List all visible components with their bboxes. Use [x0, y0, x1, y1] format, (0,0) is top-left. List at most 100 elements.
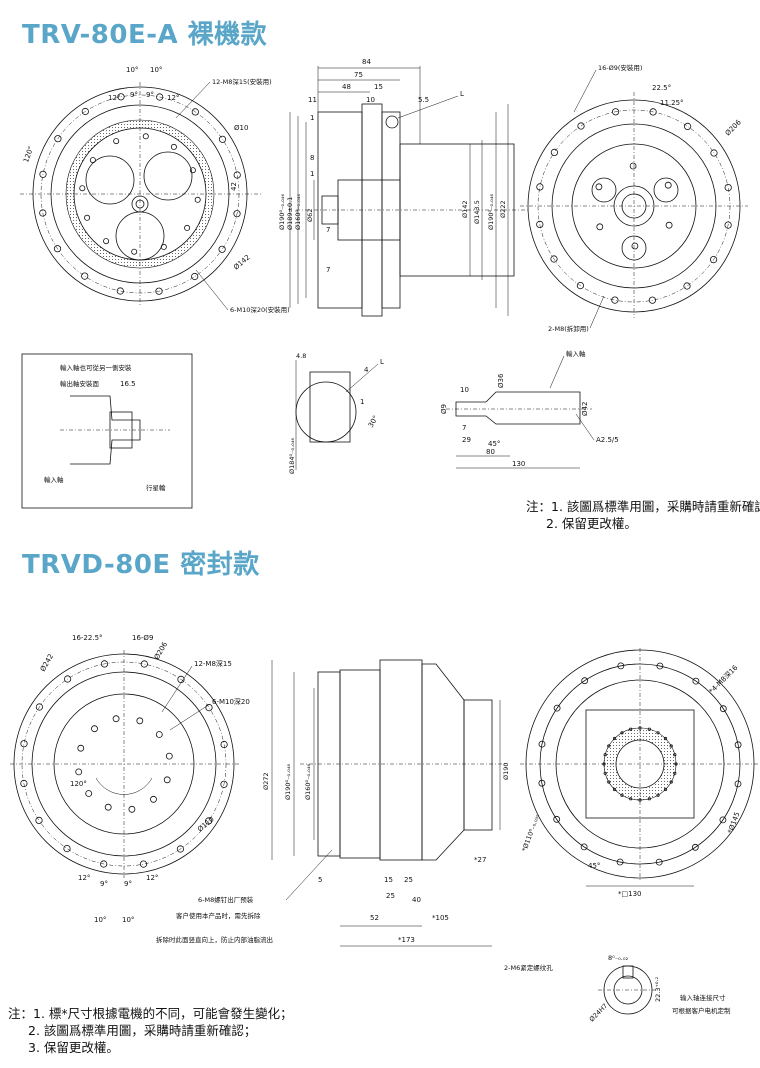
- s1-detail-install: 輸入軸也可從另一側安裝 輸出軸安裝面 16.5 輸入軸 行星輪: [21, 353, 193, 509]
- s1-rear-view: 16-Ø9(安裝用) 22.5° 11.25° Ø206 2-M8(拆卸用): [520, 63, 748, 333]
- bolt-hole: [113, 138, 120, 145]
- bolt-hole: [165, 752, 173, 760]
- s1-shaft-label: 7: [462, 424, 466, 432]
- s1-shaft-label: Ø9: [440, 404, 448, 414]
- s2-side-label: 40: [412, 896, 421, 904]
- s2-side-label: 15: [384, 876, 393, 884]
- s2-side-label: Ø272: [262, 772, 270, 790]
- bolt-hole: [233, 210, 241, 218]
- s2-front-label: 9°: [100, 880, 108, 888]
- bolt-hole: [611, 296, 619, 304]
- s2-side-label: 5: [318, 876, 322, 884]
- bolt-hole: [649, 108, 657, 116]
- bolt-hole: [112, 715, 120, 723]
- bolt-hole: [156, 93, 164, 101]
- bolt-hole: [631, 242, 639, 250]
- s2-side-annotation: 客户使用本产品时，需先拆除: [176, 911, 261, 920]
- bolt-hole: [233, 171, 241, 179]
- bolt-hole: [89, 157, 96, 164]
- bolt-hole: [612, 736, 617, 741]
- bolt-hole: [577, 122, 585, 130]
- bolt-hole: [160, 243, 167, 250]
- s1-shaft-label: 130: [512, 460, 525, 468]
- bolt-hole: [20, 740, 28, 748]
- s1-shaft-label: 80: [486, 448, 495, 456]
- s2-side-label: *173: [398, 936, 415, 944]
- bolt-hole: [104, 803, 112, 811]
- bolt-hole: [81, 272, 89, 280]
- bolt-hole: [611, 108, 620, 116]
- bolt-hole: [35, 703, 44, 711]
- s2-side-label: Ø160⁰₋₀.₀₄₆: [304, 764, 312, 800]
- bolt-hole: [595, 183, 603, 191]
- bolt-hole: [163, 776, 171, 784]
- bolt-hole: [607, 780, 611, 784]
- s2-rear-label: *4-M8深16: [707, 663, 740, 696]
- s1-side-label: 1: [310, 170, 314, 178]
- bolt-hole: [617, 662, 625, 670]
- bolt-hole: [100, 860, 108, 868]
- s2-notes: 注：1. 標*尺寸根據電機的不同，可能會發生變化； 2. 該圖爲標準用圖，采購時…: [8, 1005, 293, 1056]
- s2-rear-label: *□130: [618, 890, 641, 898]
- s2-side-label: Ø190⁰₋₀.₀₄₆: [284, 764, 292, 800]
- bolt-hole: [734, 780, 742, 788]
- s1-rear-label: 22.5°: [652, 84, 671, 92]
- bolt-hole: [629, 727, 633, 731]
- bolt-hole: [189, 167, 196, 174]
- bolt-hole: [629, 162, 637, 170]
- s1-front-label: 10°: [126, 66, 138, 74]
- s1-shaft-label: Ø36: [497, 373, 505, 388]
- bolt-hole: [620, 793, 624, 797]
- bolt-hole: [655, 858, 663, 866]
- bolt-hole: [220, 780, 228, 788]
- s2-front-label: 10°: [94, 916, 106, 924]
- s1-rear-label: 11.25°: [660, 99, 684, 107]
- bolt-hole: [85, 790, 93, 797]
- bolt-hole: [663, 736, 668, 741]
- s1-side-label: Ø142: [461, 200, 469, 218]
- bolt-hole: [580, 843, 588, 851]
- bolt-hole: [683, 122, 692, 131]
- bolt-hole: [603, 753, 607, 757]
- bolt-hole: [538, 740, 546, 748]
- bolt-hole: [81, 107, 89, 116]
- s1-side-label: 1: [310, 114, 314, 122]
- bolt-hole: [191, 272, 199, 281]
- bolt-hole: [100, 660, 109, 668]
- section2-title: TRVD-80E 密封款: [22, 550, 260, 580]
- s1-side-label: 7: [326, 266, 330, 274]
- bolt-hole: [674, 762, 678, 766]
- s1-install-label: 行星輪: [146, 483, 166, 492]
- s1-L-label: 1: [360, 398, 364, 406]
- bolt-hole: [54, 135, 62, 143]
- s1-install-label: 輸入軸: [44, 475, 64, 484]
- bolt-hole: [155, 287, 163, 295]
- bolt-hole: [184, 224, 191, 231]
- bolt-hole: [691, 843, 699, 851]
- bolt-hole: [603, 771, 607, 775]
- bolt-hole: [719, 816, 727, 824]
- s2-front-label: 6-M10深20: [212, 697, 250, 706]
- s2-front-view: 16-22.5° 16-Ø9 Ø242 Ø206 12-M8深15 6-M10深…: [10, 634, 250, 924]
- bolt-hole: [576, 281, 585, 290]
- bolt-hole: [39, 209, 47, 217]
- s1-front-label: 10°: [150, 66, 162, 74]
- s2-side-label: *27: [474, 856, 486, 864]
- s2-rear-label: *Ø145: [726, 811, 741, 835]
- s1-L-label: 30°: [367, 414, 380, 429]
- s1-side-label: Ø143.5: [473, 200, 481, 224]
- bolt-hole: [538, 779, 546, 787]
- bolt-hole: [673, 753, 677, 757]
- bolt-hole: [612, 787, 617, 792]
- s1-front-label: Ø142: [232, 253, 252, 271]
- bolt-hole: [75, 768, 83, 776]
- bolt-hole: [553, 815, 561, 823]
- bolt-hole: [220, 740, 228, 749]
- s1-shaft-label: 45°: [488, 440, 500, 448]
- bolt-hole: [596, 223, 604, 231]
- s1-notes: 注：1. 該圖爲標準用圖，采購時請重新確認； 2. 保留更改權。: [526, 498, 760, 532]
- s1-side-label: Ø190⁰₋₀.₀₄₆: [278, 194, 286, 230]
- bolt-hole: [20, 779, 28, 788]
- s2-rear-label: 45°: [588, 862, 600, 870]
- bolt-hole: [170, 143, 177, 150]
